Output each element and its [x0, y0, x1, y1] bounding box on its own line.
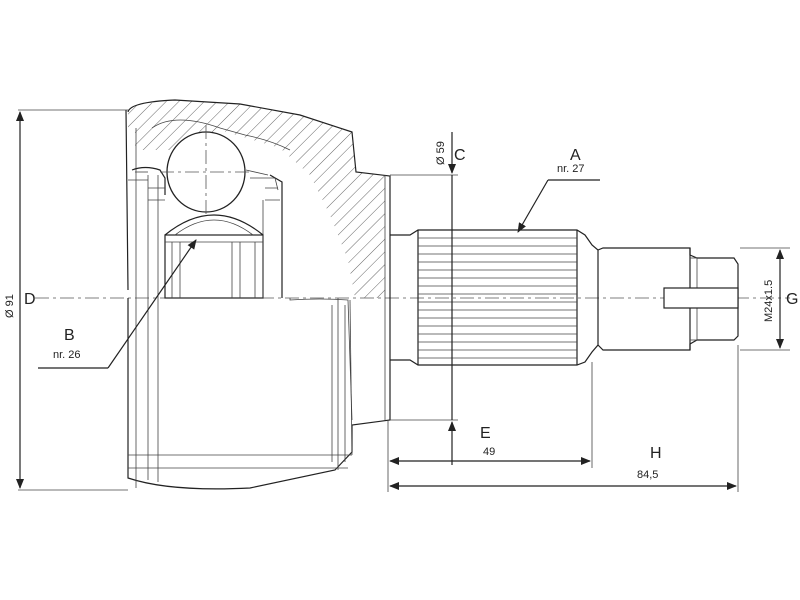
dimension-h [389, 345, 739, 492]
label-e: E [480, 425, 491, 442]
outer-housing [125, 99, 391, 490]
label-h-dim: 84,5 [637, 469, 658, 481]
label-e-dim: 49 [483, 446, 495, 458]
splined-shaft [390, 229, 599, 366]
leader-b [38, 239, 197, 369]
label-c-dim: Ø 59 [435, 141, 447, 165]
ball-cage [160, 125, 264, 299]
label-b-note: nr. 26 [53, 349, 81, 361]
label-c: C [454, 147, 466, 164]
leader-a [517, 179, 600, 233]
label-a-note: nr. 27 [557, 163, 585, 175]
label-g-dim: M24x1.5 [763, 280, 775, 322]
dimension-g [740, 247, 790, 351]
label-h: H [650, 445, 662, 462]
dimension-d [16, 109, 128, 491]
label-d: D [24, 291, 36, 308]
label-g: G [786, 291, 798, 308]
label-d-dim: Ø 91 [4, 294, 16, 318]
threaded-stub [597, 247, 739, 351]
label-a: A [570, 147, 581, 164]
label-b: B [64, 327, 75, 344]
dimension-e [387, 362, 593, 492]
dimension-c [390, 132, 458, 465]
